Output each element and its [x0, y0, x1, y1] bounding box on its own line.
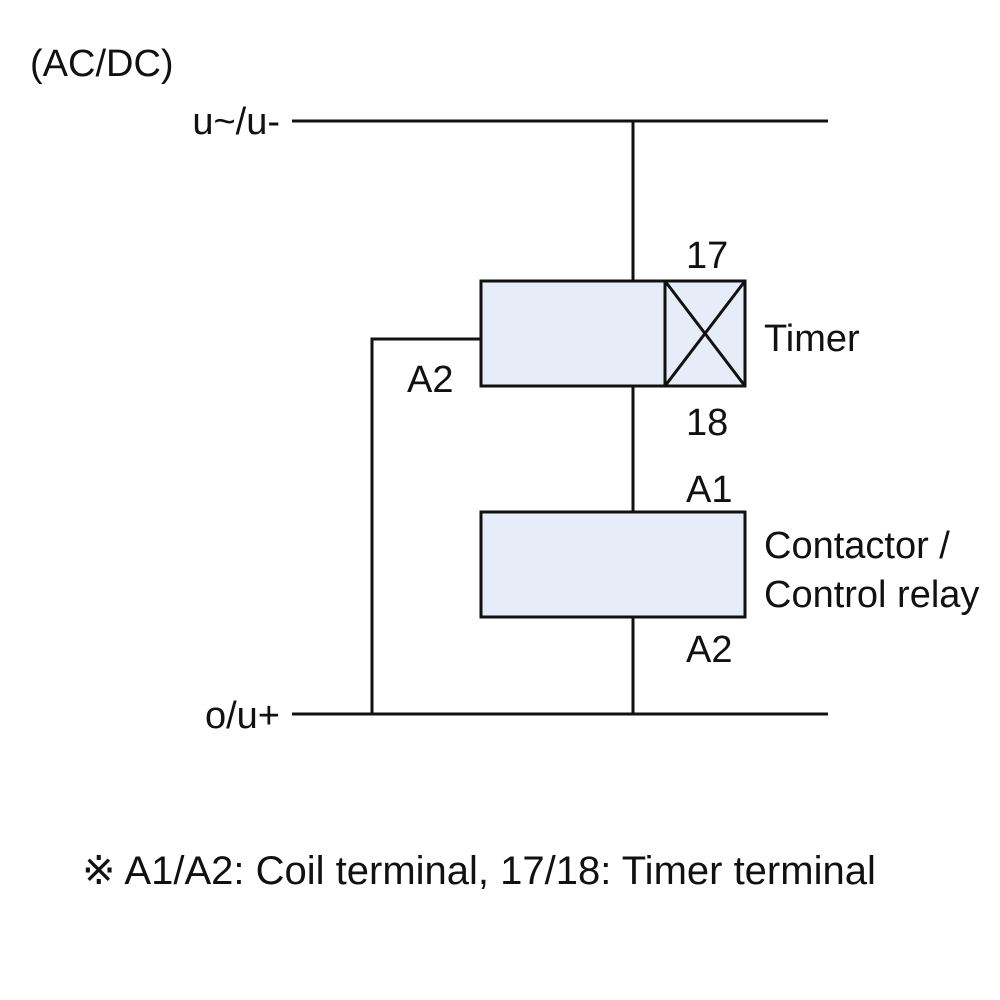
- bottom-rail-label: o/u+: [205, 695, 280, 737]
- wire-timer-a2-to-bottom: [370, 337, 481, 714]
- contactor-label-line1: Contactor /: [764, 525, 950, 567]
- timer-contact-cross-2: [663, 280, 747, 387]
- footnote: ※ A1/A2: Coil terminal, 17/18: Timer ter…: [82, 849, 876, 893]
- timer-terminal-18: 18: [686, 402, 728, 444]
- timer-block: [479, 279, 747, 388]
- timer-body: [479, 279, 667, 388]
- top-rail-label: u~/u-: [192, 101, 280, 143]
- contactor-coil: [479, 510, 747, 619]
- timer-terminal-17: 17: [686, 235, 728, 277]
- contactor-label-line2: Control relay: [764, 574, 979, 616]
- timer-terminal-a2: A2: [407, 359, 453, 401]
- supply-type-label: (AC/DC): [30, 43, 174, 85]
- timer-label: Timer: [764, 318, 860, 360]
- contactor-terminal-a2: A2: [686, 629, 732, 671]
- contactor-terminal-a1: A1: [686, 469, 732, 511]
